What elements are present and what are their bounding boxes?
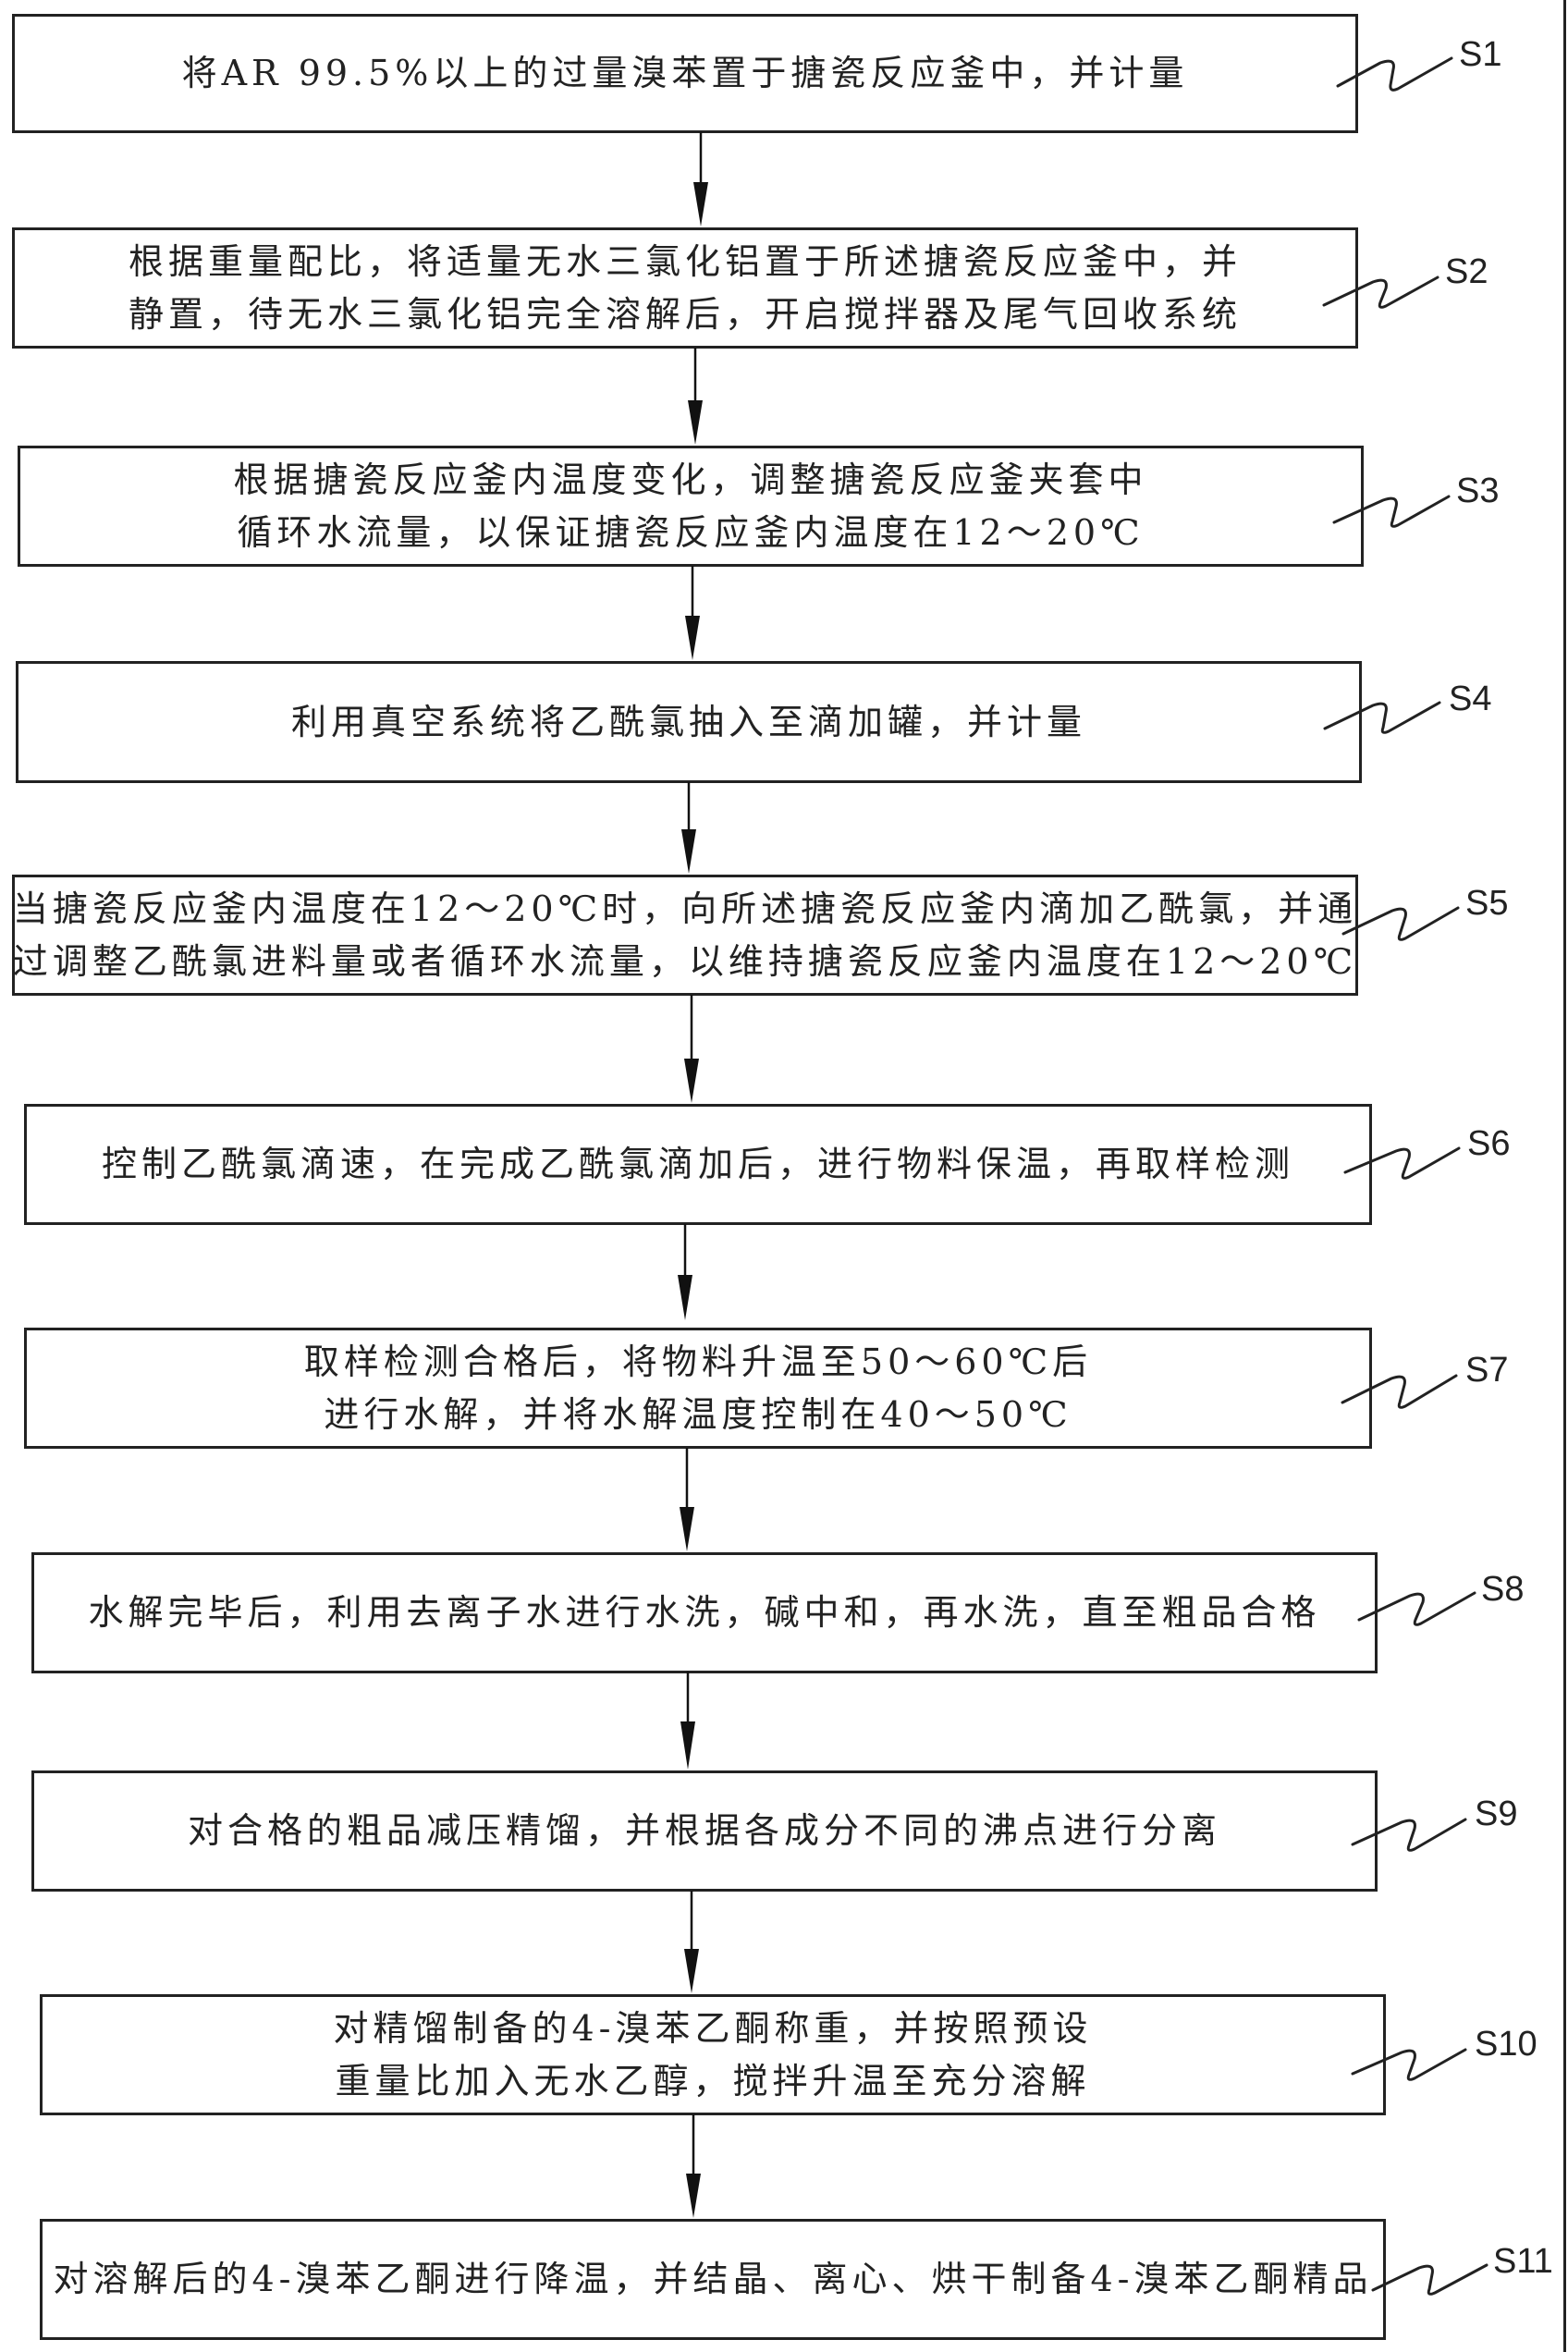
step-text-s1: 将AR 99.5%以上的过量溴苯置于搪瓷反应釜中，并计量 <box>182 47 1189 100</box>
step-text-line: 进行水解，并将水解温度控制在40～50℃ <box>324 1393 1072 1435</box>
arrow-s9-s10 <box>684 1891 699 1993</box>
step-box-s5: 当搪瓷反应釜内温度在12～20℃时，向所述搪瓷反应釜内滴加乙酰氯，并通 过调整乙… <box>12 875 1358 996</box>
step-text-s9: 对合格的粗品减压精馏，并根据各成分不同的沸点进行分离 <box>188 1805 1221 1857</box>
step-box-s9: 对合格的粗品减压精馏，并根据各成分不同的沸点进行分离 <box>31 1770 1378 1892</box>
step-label-s2: S2 <box>1445 252 1488 291</box>
step-label-s5: S5 <box>1465 884 1509 923</box>
step-label-s4: S4 <box>1449 680 1492 718</box>
step-text-line: 根据搪瓷反应釜内温度变化，调整搪瓷反应釜夹套中 <box>233 459 1148 500</box>
step-box-s11: 对溶解后的4-溴苯乙酮进行降温，并结晶、离心、烘干制备4-溴苯乙酮精品 <box>40 2219 1386 2340</box>
step-text-s11: 对溶解后的4-溴苯乙酮进行降温，并结晶、离心、烘干制备4-溴苯乙酮精品 <box>53 2253 1372 2306</box>
arrow-s4-s5 <box>681 782 696 874</box>
step-label-s8: S8 <box>1481 1570 1525 1609</box>
step-text-line: 当搪瓷反应釜内温度在12～20℃时，向所述搪瓷反应釜内滴加乙酰氯，并通 <box>12 888 1358 929</box>
leader-squiggle-s5 <box>1341 906 1460 941</box>
step-box-s6: 控制乙酰氯滴速，在完成乙酰氯滴加后，进行物料保温，再取样检测 <box>24 1104 1372 1225</box>
step-box-s1: 将AR 99.5%以上的过量溴苯置于搪瓷反应釜中，并计量 <box>12 14 1358 133</box>
leader-squiggle-s11 <box>1371 2263 1488 2296</box>
step-text-line: 对合格的粗品减压精馏，并根据各成分不同的沸点进行分离 <box>187 1810 1221 1851</box>
step-box-s8: 水解完毕后，利用去离子水进行水洗，碱中和，再水洗，直至粗品合格 <box>31 1552 1378 1673</box>
step-text-line: 对溶解后的4-溴苯乙酮进行降温，并结晶、离心、烘干制备4-溴苯乙酮精品 <box>53 2259 1373 2299</box>
step-box-s7: 取样检测合格后，将物料升温至50～60℃后 进行水解，并将水解温度控制在40～5… <box>24 1328 1372 1449</box>
arrow-s10-s11 <box>686 2114 701 2218</box>
step-text-line: 水解完毕后，利用去离子水进行水洗，碱中和，再水洗，直至粗品合格 <box>88 1592 1321 1633</box>
arrow-s6-s7 <box>678 1224 692 1320</box>
step-box-s2: 根据重量配比，将适量无水三氯化铝置于所述搪瓷反应釜中，并 静置，待无水三氯化铝完… <box>12 227 1358 349</box>
step-text-line: 取样检测合格后，将物料升温至50～60℃后 <box>303 1341 1093 1382</box>
step-label-s7: S7 <box>1465 1351 1509 1390</box>
arrow-s8-s9 <box>680 1672 695 1770</box>
page-right-border <box>1563 0 1566 2352</box>
step-text-line: 静置，待无水三氯化铝完全溶解后，开启搅拌器及尾气回收系统 <box>128 293 1242 335</box>
step-label-s1: S1 <box>1459 35 1502 74</box>
step-text-s10: 对精馏制备的4-溴苯乙酮称重，并按照预设 重量比加入无水乙醇，搅拌升温至充分溶解 <box>333 2003 1092 2108</box>
step-label-s10: S10 <box>1475 2025 1537 2064</box>
step-text-s3: 根据搪瓷反应釜内温度变化，调整搪瓷反应釜夹套中 循环水流量，以保证搪瓷反应釜内温… <box>233 454 1147 559</box>
step-text-s4: 利用真空系统将乙酰氯抽入至滴加罐，并计量 <box>291 696 1086 749</box>
step-box-s4: 利用真空系统将乙酰氯抽入至滴加罐，并计量 <box>16 661 1362 783</box>
step-text-line: 将AR 99.5%以上的过量溴苯置于搪瓷反应釜中，并计量 <box>181 53 1189 93</box>
arrow-s1-s2 <box>693 132 708 227</box>
step-box-s3: 根据搪瓷反应釜内温度变化，调整搪瓷反应釜夹套中 循环水流量，以保证搪瓷反应釜内温… <box>18 446 1364 567</box>
arrow-s5-s6 <box>684 995 699 1103</box>
arrow-s3-s4 <box>685 566 700 660</box>
step-text-s7: 取样检测合格后，将物料升温至50～60℃后 进行水解，并将水解温度控制在40～5… <box>304 1336 1092 1441</box>
step-text-line: 根据重量配比，将适量无水三氯化铝置于所述搪瓷反应釜中，并 <box>128 240 1242 282</box>
step-box-s10: 对精馏制备的4-溴苯乙酮称重，并按照预设 重量比加入无水乙醇，搅拌升温至充分溶解 <box>40 1994 1386 2115</box>
step-label-s6: S6 <box>1467 1124 1511 1163</box>
step-text-line: 对精馏制备的4-溴苯乙酮称重，并按照预设 <box>333 2007 1093 2049</box>
step-text-s6: 控制乙酰氯滴速，在完成乙酰氯滴加后，进行物料保温，再取样检测 <box>102 1138 1294 1191</box>
step-text-s2: 根据重量配比，将适量无水三氯化铝置于所述搪瓷反应釜中，并 静置，待无水三氯化铝完… <box>129 236 1242 341</box>
step-text-line: 过调整乙酰氯进料量或者循环水流量，以维持搪瓷反应釜内温度在12～20℃ <box>12 940 1358 982</box>
step-text-line: 重量比加入无水乙醇，搅拌升温至充分溶解 <box>335 2060 1091 2101</box>
step-text-line: 利用真空系统将乙酰氯抽入至滴加罐，并计量 <box>290 701 1086 742</box>
arrow-s7-s8 <box>680 1448 694 1551</box>
step-label-s11: S11 <box>1493 2242 1553 2281</box>
step-text-s5: 当搪瓷反应釜内温度在12～20℃时，向所述搪瓷反应釜内滴加乙酰氯，并通 过调整乙… <box>13 883 1357 988</box>
step-text-line: 循环水流量，以保证搪瓷反应釜内温度在12～20℃ <box>237 511 1145 553</box>
step-label-s9: S9 <box>1475 1795 1518 1833</box>
arrow-s2-s3 <box>688 348 703 445</box>
step-text-line: 控制乙酰氯滴速，在完成乙酰氯滴加后，进行物料保温，再取样检测 <box>101 1144 1294 1184</box>
step-label-s3: S3 <box>1456 472 1500 510</box>
step-text-s8: 水解完毕后，利用去离子水进行水洗，碱中和，再水洗，直至粗品合格 <box>88 1586 1320 1639</box>
